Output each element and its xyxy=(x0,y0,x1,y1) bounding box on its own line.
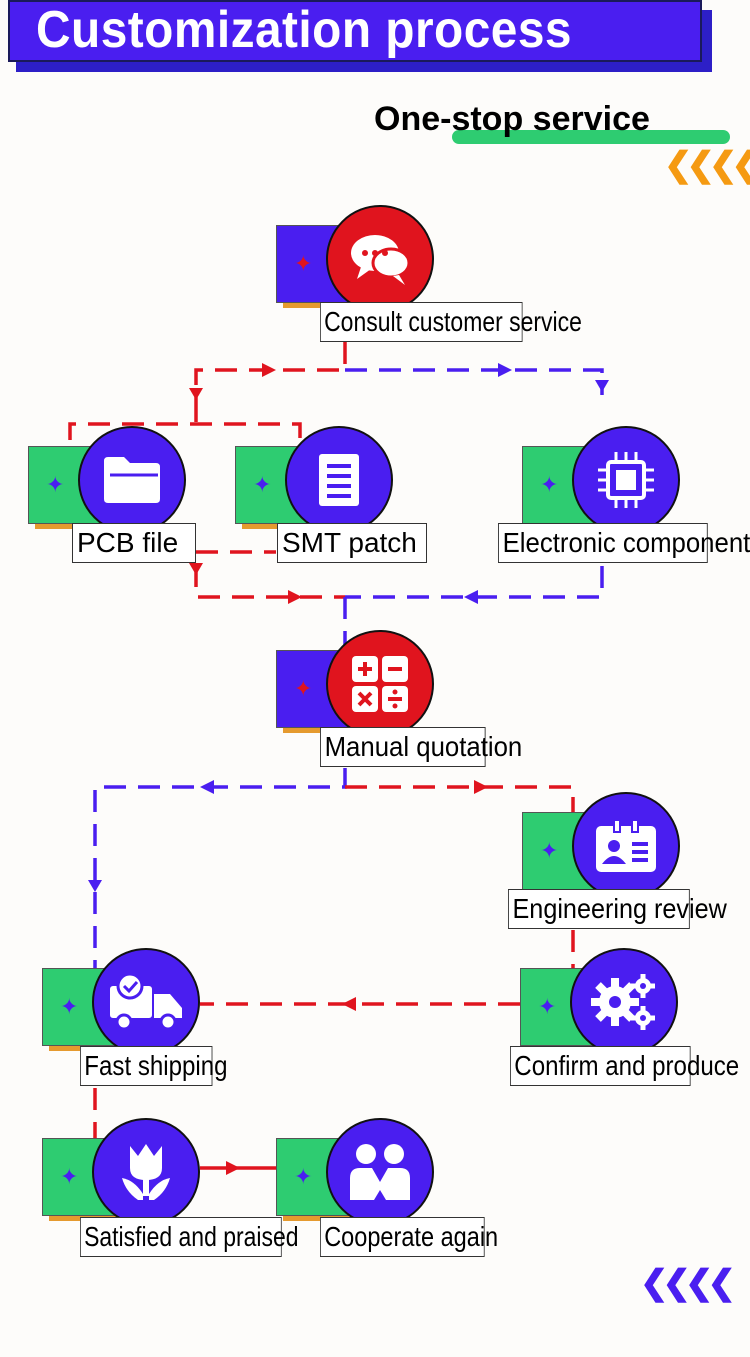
delivery-truck-icon xyxy=(92,948,200,1056)
calculator-icon xyxy=(326,630,434,738)
node-label: Cooperate again xyxy=(320,1217,498,1257)
connector xyxy=(345,368,604,395)
arrow-head xyxy=(498,363,512,377)
sparkle-icon: ✦ xyxy=(538,994,557,1019)
chat-bubbles-icon xyxy=(326,205,434,313)
sparkle-icon: ✦ xyxy=(253,472,272,497)
tulip-icon xyxy=(92,1118,200,1226)
node-label: Manual quotation xyxy=(320,727,522,767)
node-label: PCB file xyxy=(72,523,196,563)
chevrons-left-icon: ❮❮❮❮ xyxy=(640,1264,736,1302)
sparkle-icon: ✦ xyxy=(294,1164,313,1189)
sparkle-icon: ✦ xyxy=(540,472,559,497)
chevrons-left-icon: ❮❮❮❮ xyxy=(664,146,750,184)
arrow-head xyxy=(288,590,302,604)
sparkle-icon: ✦ xyxy=(294,251,313,276)
id-card-icon xyxy=(572,792,680,900)
node-label: Satisfied and praised xyxy=(80,1217,299,1257)
connector xyxy=(194,565,345,599)
connector xyxy=(68,422,302,450)
sparkle-icon: ✦ xyxy=(294,676,313,701)
arrow-head xyxy=(88,880,102,892)
node-label: Electronic components xyxy=(498,523,750,563)
node-label: SMT patch xyxy=(277,523,427,563)
sparkle-icon: ✦ xyxy=(540,838,559,863)
arrow-head xyxy=(226,1161,240,1175)
arrow-head xyxy=(262,363,276,377)
subtitle: One-stop service xyxy=(374,100,650,138)
node-label: Confirm and produce xyxy=(510,1046,739,1086)
node-label: Engineering review xyxy=(508,889,727,929)
gears-icon xyxy=(570,948,678,1056)
connector xyxy=(93,768,347,970)
node-label: Fast shipping xyxy=(80,1046,228,1086)
chip-icon xyxy=(572,426,680,534)
sparkle-icon: ✦ xyxy=(60,1164,79,1189)
page-title: Customization process xyxy=(36,1,573,59)
arrow-head xyxy=(189,388,203,400)
sparkle-icon: ✦ xyxy=(46,472,65,497)
sparkle-icon: ✦ xyxy=(60,994,79,1019)
handshake-people-icon xyxy=(326,1118,434,1226)
arrow-head xyxy=(200,780,214,794)
folder-icon xyxy=(78,426,186,534)
document-icon xyxy=(285,426,393,534)
connector xyxy=(345,785,575,812)
arrow-head xyxy=(595,380,609,392)
arrow-head xyxy=(342,997,356,1011)
connector xyxy=(345,566,604,599)
node-label: Consult customer service xyxy=(320,302,582,342)
arrow-head xyxy=(474,780,488,794)
arrow-head xyxy=(464,590,478,604)
header-banner: Customization process xyxy=(8,0,712,72)
header-background: Customization process xyxy=(8,0,702,62)
arrow-head xyxy=(189,563,203,575)
subtitle-underline xyxy=(452,130,730,144)
